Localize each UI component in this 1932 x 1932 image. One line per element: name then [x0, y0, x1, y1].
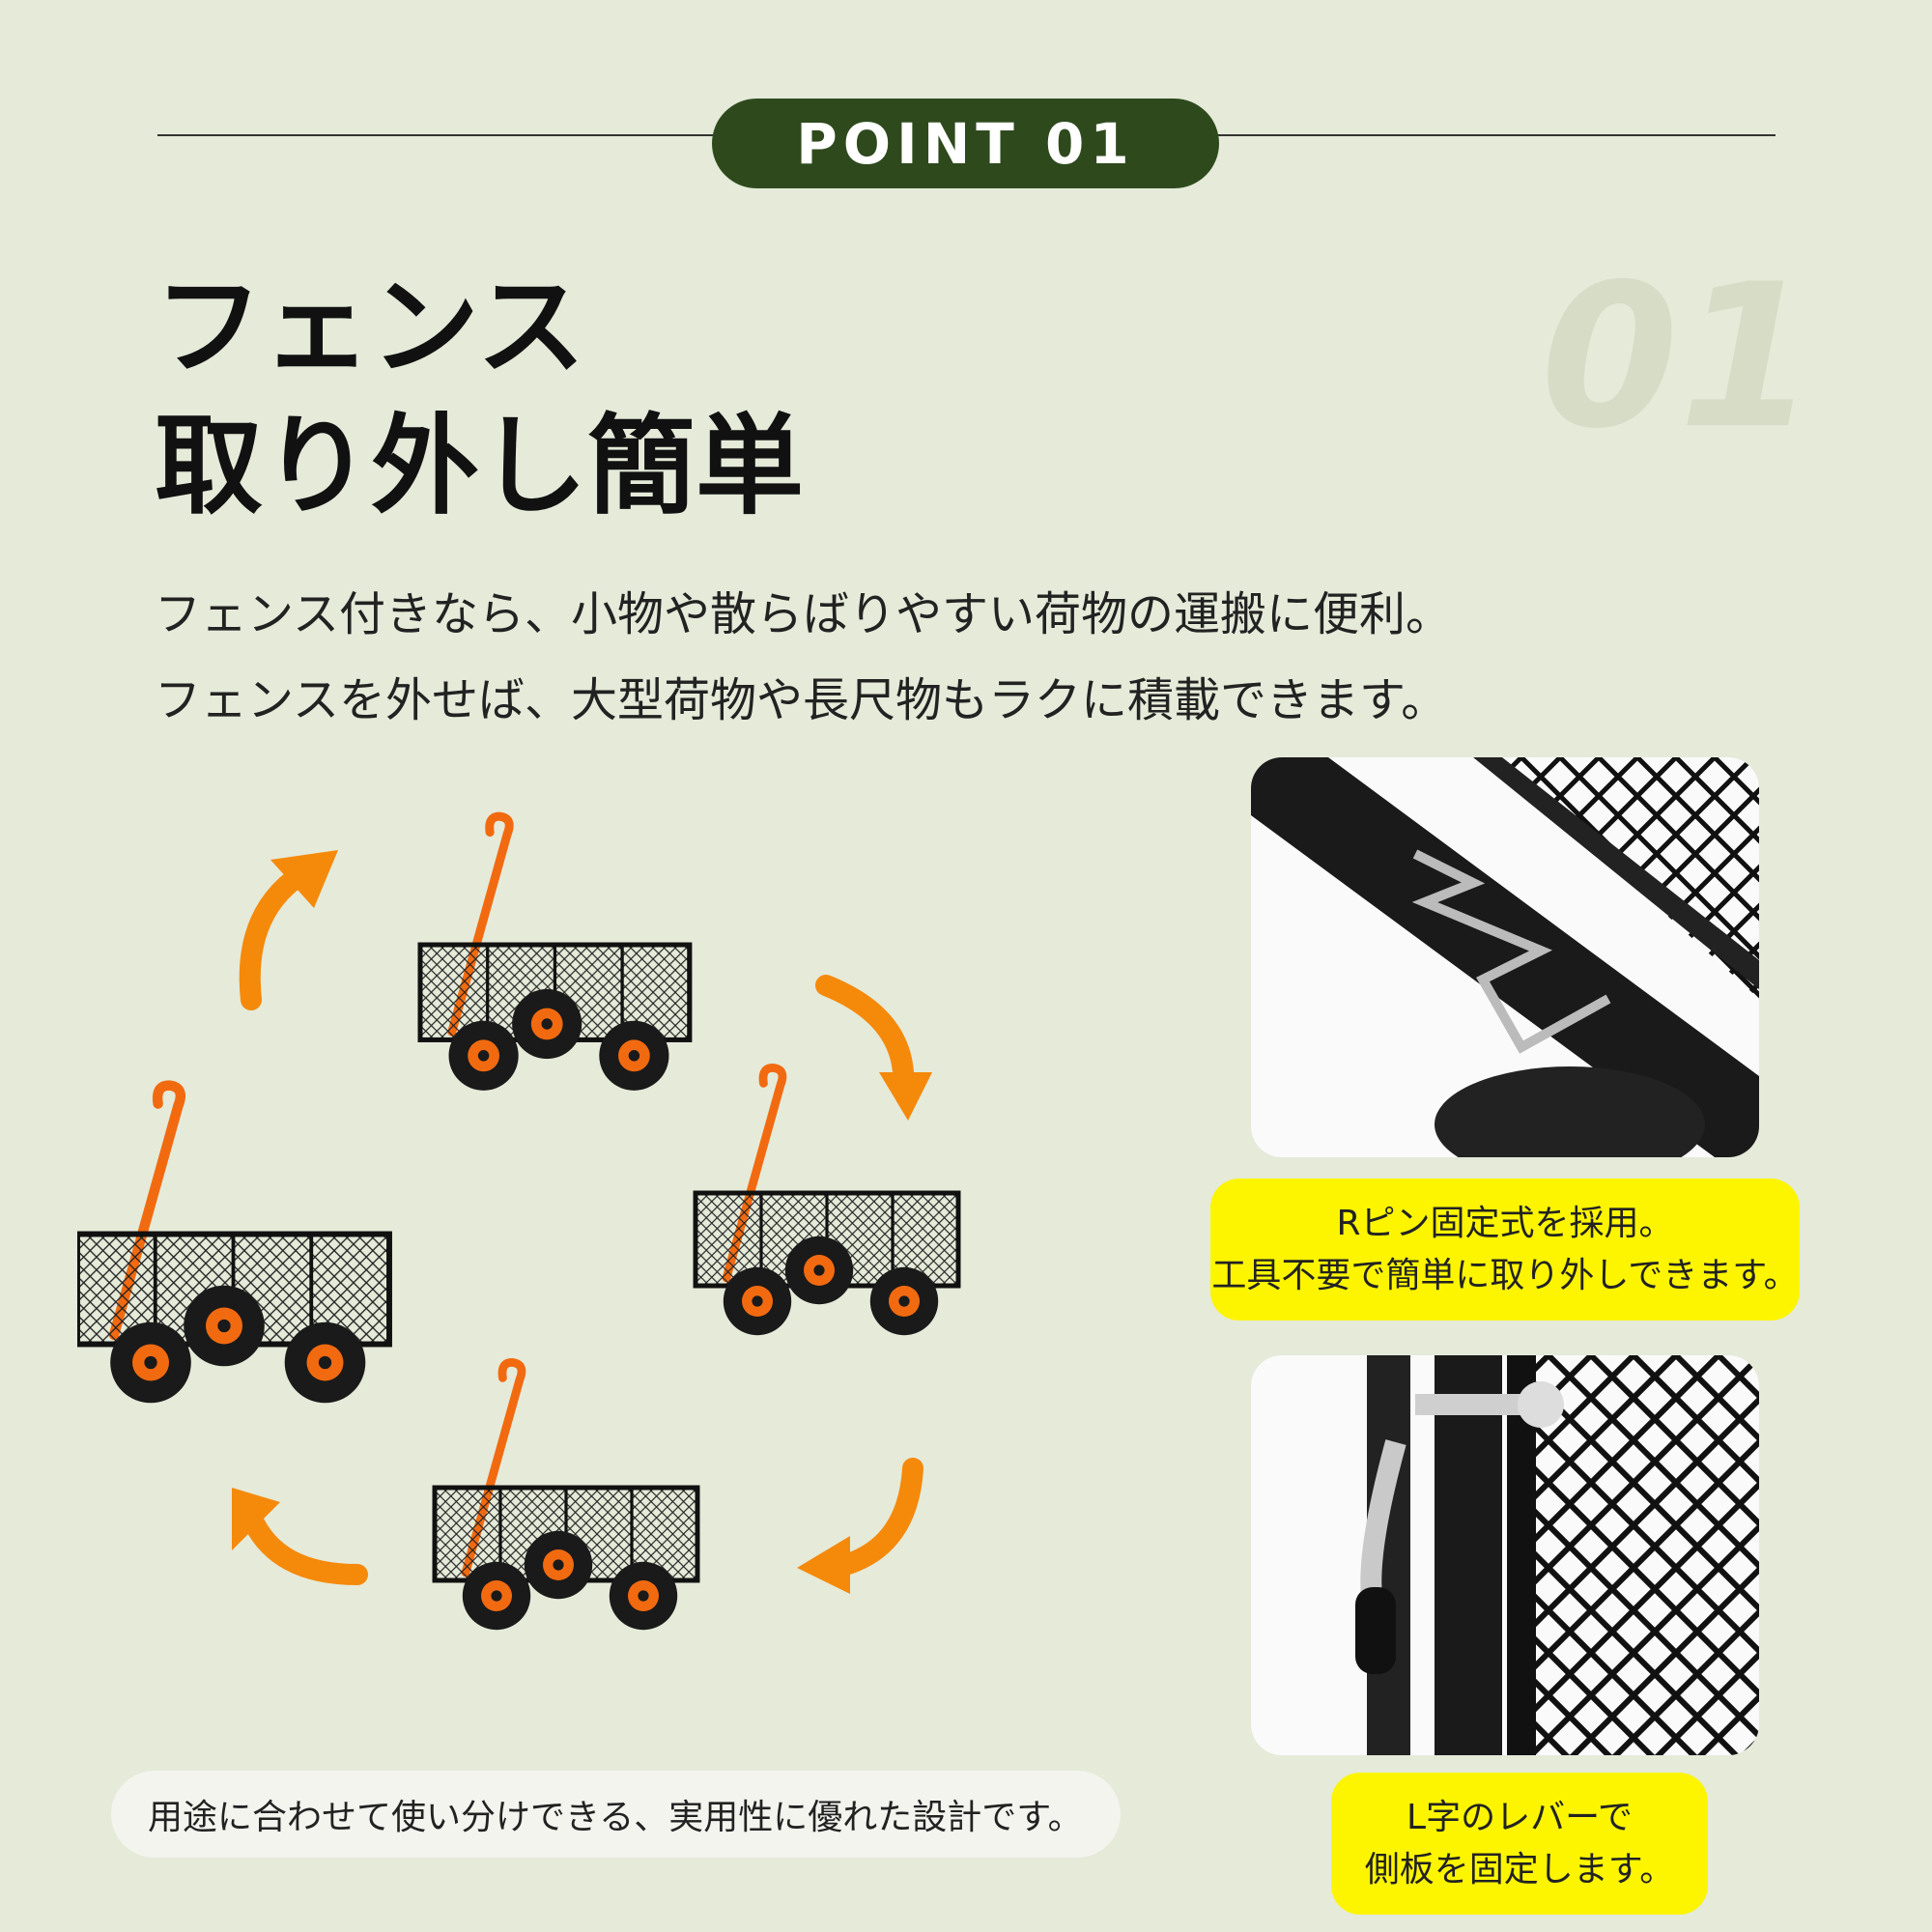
header-rule-left [157, 134, 715, 136]
wagon-image-right [696, 1067, 958, 1335]
curved-arrow-head-icon [879, 1072, 932, 1121]
description-line2: フェンスを外せば、大型荷物や長尺物もラクに積載できます。 [155, 673, 1448, 727]
curved-arrow-head-icon [232, 1488, 280, 1550]
r-pin-caption-line2: 工具不要で簡単に取り外しできます。 [1211, 1255, 1799, 1295]
wagon-image-bottom [435, 1362, 697, 1630]
lever-photo [1251, 1355, 1759, 1755]
wagon-cycle-illustration [77, 792, 1140, 1787]
curved-arrow-icon [835, 1458, 923, 1576]
bottom-note: 用途に合わせて使い分けできる、実用性に優れた設計です。 [111, 1771, 1121, 1858]
curved-arrow-head-icon [270, 850, 338, 908]
r-pin-photo [1251, 757, 1759, 1157]
curved-arrow-icon [815, 975, 914, 1083]
header-rule-right [1215, 134, 1776, 136]
page-title-line2: 取り外し簡単 [155, 404, 804, 529]
wagon-image-left [77, 1086, 389, 1404]
point-badge: POINT 01 [712, 99, 1219, 188]
lever-caption: L字のレバーで 側板を固定します。 [1331, 1773, 1708, 1915]
r-pin-caption: Rピン固定式を採用。 工具不要で簡単に取り外しできます。 [1210, 1179, 1800, 1321]
curved-arrow-icon [241, 1506, 368, 1585]
curved-arrow-head-icon [797, 1536, 850, 1594]
wagon-image-top [420, 816, 690, 1091]
r-pin-caption-line1: Rピン固定式を採用。 [1336, 1203, 1674, 1243]
lever-caption-line2: 側板を固定します。 [1364, 1849, 1675, 1889]
page-title-line1: フェンス [155, 265, 585, 390]
lever-caption-line1: L字のレバーで [1406, 1797, 1633, 1837]
point-number-watermark: 01 [1541, 242, 1817, 472]
description-line1: フェンス付きなら、小物や散らばりやすい荷物の運搬に便利。 [155, 587, 1453, 641]
